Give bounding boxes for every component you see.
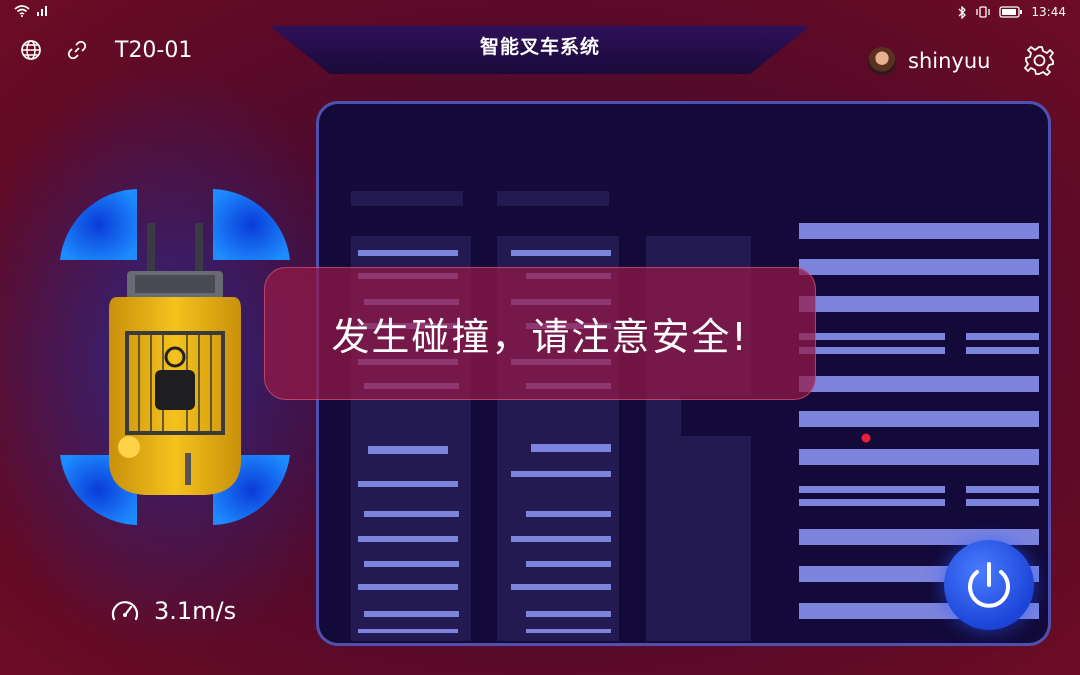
user-name[interactable]: shinyuu (908, 49, 991, 73)
forklift-position-marker (861, 433, 871, 443)
vibrate-icon (976, 6, 991, 18)
speed-value: 3.1m/s (154, 597, 237, 625)
speed-readout: 3.1m/s (110, 597, 236, 625)
device-id-label: T20-01 (115, 38, 193, 63)
power-icon (968, 562, 1010, 608)
forklift-view (60, 189, 290, 525)
globe-icon[interactable] (19, 38, 43, 62)
wifi-icon (14, 5, 30, 17)
signal-icon (37, 6, 47, 16)
sensor-zone-front-right (213, 189, 290, 260)
power-button[interactable] (944, 540, 1034, 630)
title-plate: 智能叉车系统 (270, 26, 810, 78)
settings-gear-icon[interactable] (1022, 44, 1056, 78)
battery-icon (999, 6, 1023, 18)
speedometer-icon (111, 601, 139, 621)
header: T20-01 智能叉车系统 shinyuu (0, 26, 1080, 86)
link-icon[interactable] (65, 38, 89, 62)
status-time: 13:44 (1031, 5, 1066, 19)
avatar[interactable] (868, 47, 896, 75)
app-title: 智能叉车系统 (479, 36, 600, 58)
collision-alert: 发生碰撞，请注意安全! (264, 267, 816, 400)
bluetooth-icon (958, 5, 967, 19)
sensor-zone-front-left (60, 189, 137, 260)
status-bar: 13:44 (0, 0, 1080, 26)
alert-message: 发生碰撞，请注意安全! (331, 315, 749, 359)
